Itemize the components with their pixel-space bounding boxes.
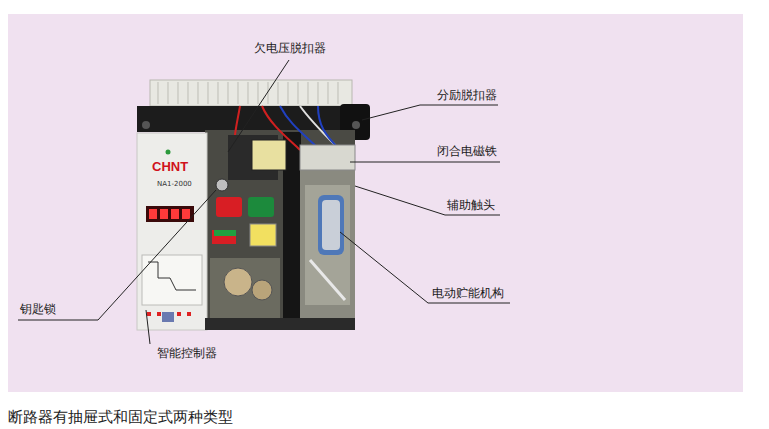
part-label: 分励脱扣器 (437, 88, 497, 102)
part-label: 智能控制器 (157, 346, 217, 360)
device-marking: NA1-2000 (157, 180, 192, 188)
background-panel (8, 14, 743, 392)
part-label: 欠电压脱扣器 (254, 41, 326, 55)
part-label: 闭合电磁铁 (437, 144, 497, 158)
part-label: 辅助触头 (447, 198, 495, 212)
caption: 断路器有抽屉式和固定式两种类型 (8, 408, 233, 427)
part-label: 钥匙锁 (20, 302, 56, 316)
leader-lines (18, 60, 510, 344)
device-marking: CHNT (152, 160, 188, 174)
part-label: 电动贮能机构 (432, 286, 504, 300)
